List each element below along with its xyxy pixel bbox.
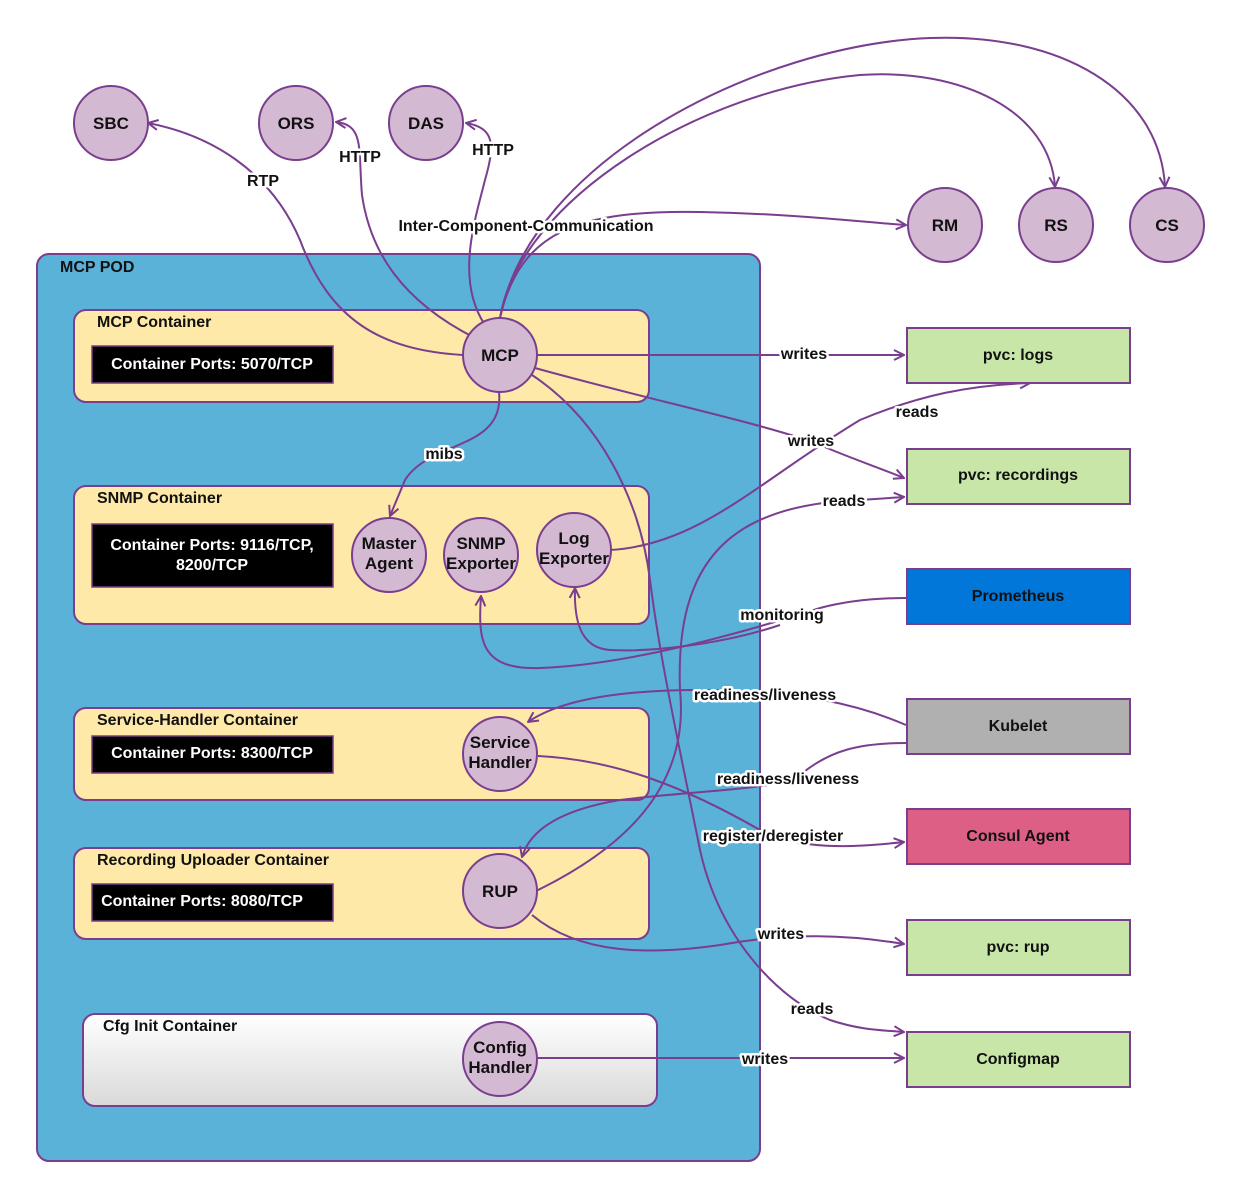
recording-uploader-container-title: Recording Uploader Container bbox=[97, 852, 329, 869]
edges bbox=[148, 36, 1165, 1058]
node-sbc: SBC bbox=[73, 85, 149, 161]
edge-label-http-das: HTTP bbox=[472, 142, 514, 159]
node-snmp-exporter-line1: SNMP bbox=[456, 534, 505, 553]
node-config-handler-line2: Handler bbox=[468, 1058, 532, 1077]
cfg-init-container-title: Cfg Init Container bbox=[103, 1018, 237, 1035]
node-config-handler-line1: Config bbox=[473, 1038, 527, 1057]
edge-mcp-rm bbox=[499, 210, 906, 319]
edge-mcp-cs bbox=[499, 36, 1165, 319]
box-pvc-logs-label: pvc: logs bbox=[983, 347, 1053, 364]
box-pvc-rup: pvc: rup bbox=[906, 919, 1131, 976]
edge-rup-pvc-recordings bbox=[535, 497, 904, 892]
node-ors: ORS bbox=[258, 85, 334, 161]
box-pvc-rup-label: pvc: rup bbox=[986, 939, 1049, 956]
edge-labels: RTP HTTP HTTP Inter-Component-Communicat… bbox=[245, 140, 941, 1071]
node-service-handler-line2: Handler bbox=[468, 753, 532, 772]
box-pvc-recordings-label: pvc: recordings bbox=[958, 467, 1078, 484]
box-consul-agent: Consul Agent bbox=[906, 808, 1131, 865]
service-handler-container-ports bbox=[91, 735, 334, 774]
service-handler-container-title: Service-Handler Container bbox=[97, 712, 298, 729]
edge-label-rtp: RTP bbox=[247, 173, 279, 190]
edge-label-icc: Inter-Component-Communication bbox=[398, 218, 653, 235]
node-log-exporter: Log Exporter bbox=[536, 512, 612, 588]
edge-prometheus-monitoring bbox=[819, 597, 907, 609]
node-master-agent-line1: Master bbox=[362, 534, 417, 553]
edge-label-register: register/deregister bbox=[703, 828, 844, 845]
node-cs-label: CS bbox=[1155, 216, 1179, 235]
node-ors-label: ORS bbox=[278, 114, 315, 133]
mcp-container-ports-text: Container Ports: 5070/TCP bbox=[111, 356, 313, 373]
node-mcp: MCP bbox=[462, 317, 538, 393]
edge-mcp-das bbox=[466, 123, 492, 326]
node-rup-label: RUP bbox=[482, 882, 518, 901]
edge-label-rup-writes: writes bbox=[757, 926, 804, 943]
box-prometheus-label: Prometheus bbox=[972, 588, 1065, 605]
edge-label-readiness-service-handler: readiness/liveness bbox=[694, 687, 836, 704]
edge-mcp-configmap bbox=[531, 374, 904, 1032]
snmp-container-ports bbox=[91, 523, 334, 588]
edge-mcp-sbc bbox=[148, 123, 464, 356]
node-config-handler: Config Handler bbox=[462, 1021, 538, 1097]
edge-monitoring-log-exporter bbox=[575, 588, 781, 652]
node-rup: RUP bbox=[462, 853, 538, 929]
node-log-exporter-line1: Log bbox=[558, 529, 589, 548]
mcp-container-ports bbox=[91, 345, 334, 384]
node-service-handler-line1: Service bbox=[470, 733, 531, 752]
node-master-agent: Master Agent bbox=[351, 517, 427, 593]
node-das-label: DAS bbox=[408, 114, 444, 133]
node-rs-label: RS bbox=[1044, 216, 1068, 235]
edge-label-mcp-writes-logs: writes bbox=[780, 346, 827, 363]
node-snmp-exporter-line2: Exporter bbox=[446, 554, 516, 573]
node-cs: CS bbox=[1129, 187, 1205, 263]
box-pvc-recordings: pvc: recordings bbox=[906, 448, 1131, 505]
edge-kubelet-rup bbox=[522, 742, 907, 857]
edge-log-exporter-pvc-logs bbox=[609, 383, 1030, 551]
edge-label-config-writes: writes bbox=[741, 1051, 788, 1068]
node-sbc-label: SBC bbox=[93, 114, 129, 133]
box-configmap: Configmap bbox=[906, 1031, 1131, 1088]
edge-mcp-rs bbox=[499, 73, 1055, 319]
node-service-handler: Service Handler bbox=[462, 716, 538, 792]
mcp-pod-title: MCP POD bbox=[60, 259, 134, 276]
edge-label-mcp-writes-recordings: writes bbox=[787, 433, 834, 450]
box-kubelet-label: Kubelet bbox=[989, 718, 1048, 735]
edge-kubelet-service-handler bbox=[528, 688, 907, 726]
box-prometheus: Prometheus bbox=[906, 568, 1131, 625]
edge-service-handler-consul bbox=[537, 755, 904, 846]
edge-mcp-ors bbox=[336, 122, 476, 339]
edge-label-monitoring: monitoring bbox=[740, 607, 824, 624]
edge-mcp-master-agent bbox=[390, 391, 501, 516]
node-rm-label: RM bbox=[932, 216, 958, 235]
snmp-container-ports-line2: 8200/TCP bbox=[176, 557, 248, 574]
node-log-exporter-line2: Exporter bbox=[539, 549, 609, 568]
node-master-agent-line2: Agent bbox=[365, 554, 414, 573]
node-mcp-label: MCP bbox=[481, 346, 519, 365]
service-handler-container-ports-text: Container Ports: 8300/TCP bbox=[111, 745, 313, 762]
node-das: DAS bbox=[388, 85, 464, 161]
edge-mcp-pvc-recordings bbox=[534, 367, 904, 478]
recording-uploader-container-ports bbox=[91, 883, 334, 922]
edge-label-http-ors: HTTP bbox=[339, 149, 381, 166]
snmp-container-ports-line1: Container Ports: 9116/TCP, bbox=[110, 537, 313, 554]
edge-label-mibs: mibs bbox=[425, 446, 462, 463]
edge-monitoring-snmp-exporter bbox=[480, 596, 821, 670]
edge-label-readiness-rup: readiness/liveness bbox=[717, 771, 859, 788]
node-snmp-exporter: SNMP Exporter bbox=[443, 517, 519, 593]
node-rm: RM bbox=[907, 187, 983, 263]
snmp-container-title: SNMP Container bbox=[97, 490, 222, 507]
recording-uploader-container-ports-text: Container Ports: 8080/TCP bbox=[101, 893, 303, 910]
mcp-container-title: MCP Container bbox=[97, 314, 211, 331]
box-configmap-label: Configmap bbox=[976, 1051, 1060, 1068]
edge-label-log-reads: reads bbox=[896, 404, 939, 421]
box-consul-agent-label: Consul Agent bbox=[966, 828, 1070, 845]
edge-label-mcp-reads-config: reads bbox=[791, 1001, 834, 1018]
box-kubelet: Kubelet bbox=[906, 698, 1131, 755]
edge-label-rup-reads: reads bbox=[823, 493, 866, 510]
box-pvc-logs: pvc: logs bbox=[906, 327, 1131, 384]
edge-rup-pvc-rup bbox=[531, 914, 904, 952]
node-rs: RS bbox=[1018, 187, 1094, 263]
